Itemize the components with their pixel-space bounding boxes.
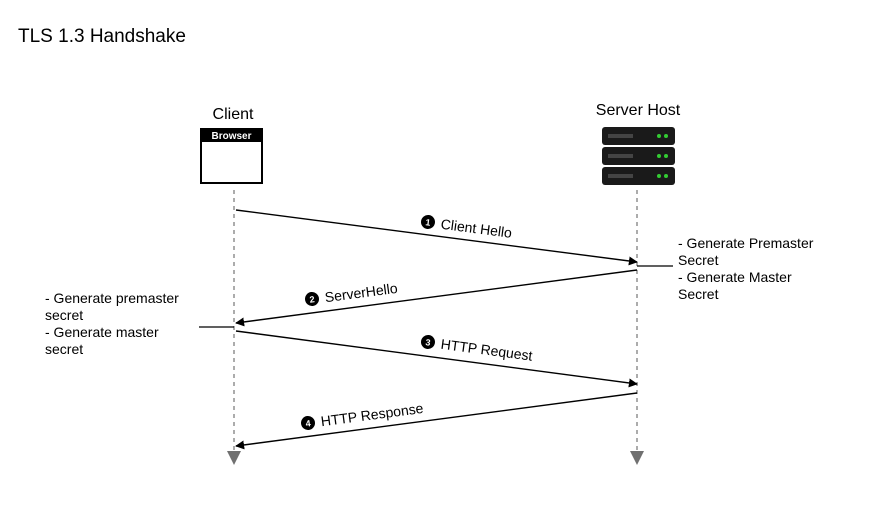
message-1: 1 Client Hello: [421, 215, 513, 241]
client-note-line: - Generate master: [45, 324, 159, 340]
server-rack-icon: [602, 127, 675, 185]
server-note: - Generate Premaster Secret - Generate M…: [678, 235, 853, 303]
client-note: - Generate premaster secret - Generate m…: [45, 290, 220, 358]
step-badge-2: [305, 292, 319, 306]
message-arrow-1: [235, 209, 638, 266]
message-label-2: ServerHello: [324, 280, 399, 305]
server-label: Server Host: [595, 102, 681, 119]
diagram-title: TLS 1.3 Handshake: [18, 26, 186, 47]
client-label: Client: [212, 106, 254, 123]
message-arrow-3: [235, 330, 638, 388]
client-note-line: secret: [45, 341, 84, 357]
step-number-4: 4: [305, 418, 311, 429]
browser-icon: Browser: [200, 128, 263, 184]
step-badge-1: [421, 215, 435, 229]
message-arrow-2: [235, 269, 638, 327]
step-number-1: 1: [425, 217, 431, 228]
step-badge-3: [421, 335, 435, 349]
message-label-1: Client Hello: [440, 216, 513, 241]
server-note-line: - Generate Master: [678, 269, 792, 285]
client-note-line: - Generate premaster: [45, 290, 179, 306]
client-note-line: secret: [45, 307, 84, 323]
server-note-line: - Generate Premaster: [678, 235, 814, 251]
message-label-4: HTTP Response: [320, 400, 425, 429]
step-number-3: 3: [425, 337, 431, 348]
server-note-line: Secret: [678, 252, 719, 268]
browser-icon-label: Browser: [211, 131, 251, 142]
step-number-2: 2: [309, 294, 315, 305]
server-note-line: Secret: [678, 286, 719, 302]
message-4: 4 HTTP Response: [301, 400, 425, 430]
message-3: 3 HTTP Request: [421, 335, 534, 364]
step-badge-4: [301, 416, 315, 430]
message-arrow-4: [235, 392, 638, 450]
